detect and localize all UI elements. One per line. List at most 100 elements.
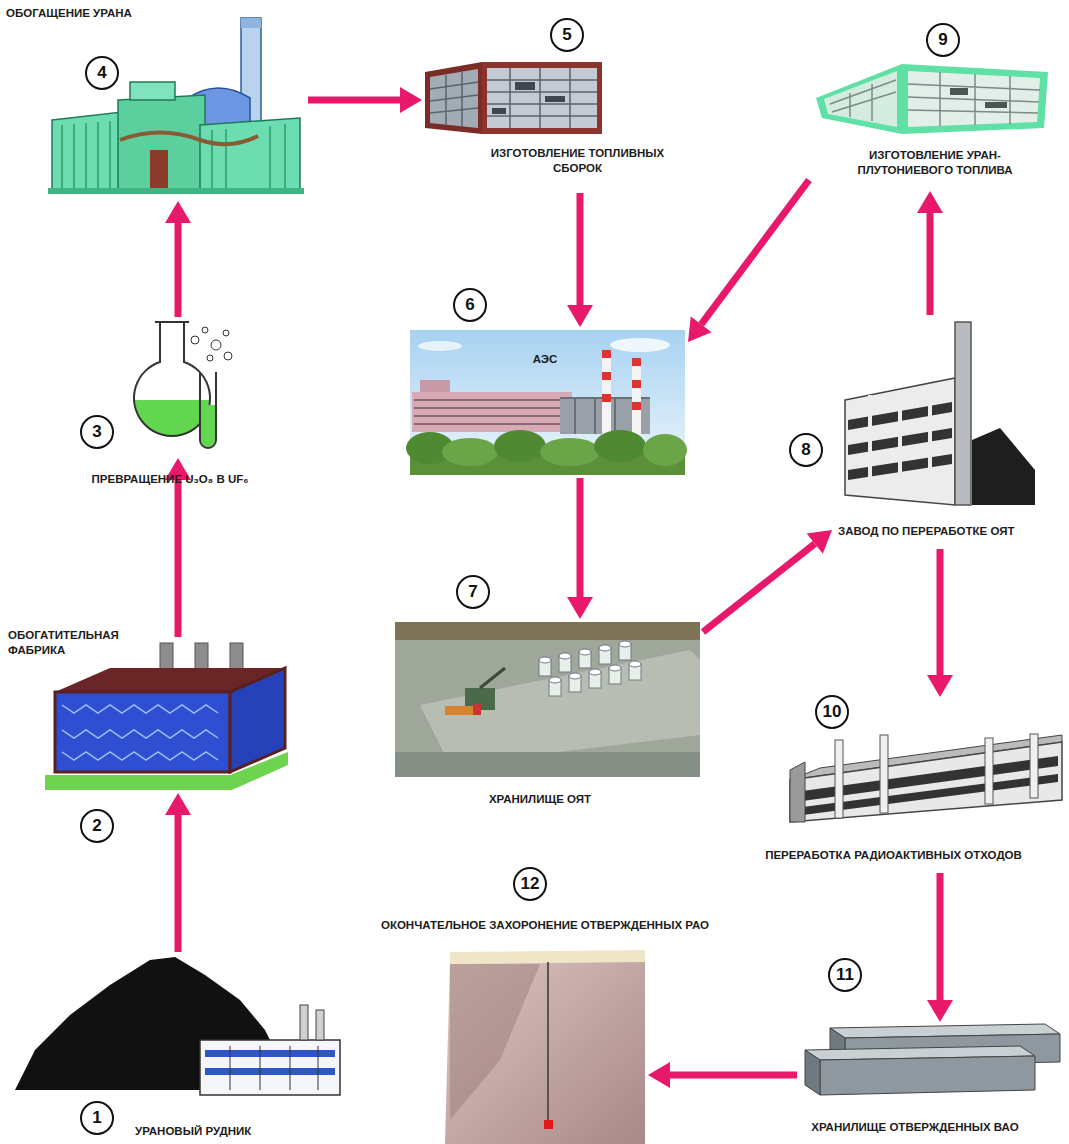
callout-number: 8 — [789, 433, 823, 467]
flow-arrow — [567, 193, 593, 327]
arrow-head — [400, 87, 422, 113]
spent-fuel-storage-photo-part — [395, 622, 700, 777]
waste-processing-plant-part — [790, 762, 805, 822]
geological-repository-part — [450, 950, 645, 964]
callout-number: 11 — [828, 958, 862, 992]
enrichment-plant-part — [120, 133, 258, 145]
callout-number: 1 — [80, 1101, 114, 1135]
storage-cask-rows-part — [569, 673, 581, 679]
photo-caption: АЭС — [500, 352, 590, 367]
npp-photo-part — [602, 350, 611, 435]
reprocessing-plant-part — [870, 384, 930, 498]
station: 10ПЕРЕРАБОТКА РАДИОАКТИВНЫХ ОТХОДОВ — [720, 700, 1067, 870]
waste-processing-plant-part — [1030, 734, 1038, 798]
station: 9ИЗГОТОВЛЕНИЕ УРАН-ПЛУТОНИЕВОГО ТОПЛИВА — [812, 58, 1055, 188]
arrow-head — [927, 675, 953, 697]
npp-photo-part — [632, 402, 641, 410]
waste-processing-plant — [790, 734, 1062, 822]
npp-photo — [406, 330, 687, 475]
arrow-shaft — [927, 213, 934, 315]
arrow-head — [567, 597, 593, 619]
arrow-shaft — [577, 193, 584, 305]
flow-arrow — [703, 530, 832, 632]
flow-arrow — [688, 180, 809, 342]
geological-repository-part — [445, 958, 645, 1144]
spent-fuel-storage-photo-part — [395, 622, 700, 640]
solid-waste-store-part — [820, 1056, 1035, 1095]
station: 5ИЗГОТОВЛЕНИЕ ТОПЛИВНЫХ СБОРОК — [425, 60, 700, 190]
geological-repository — [445, 950, 645, 1144]
reprocessing-plant-part — [845, 378, 955, 505]
npp-photo-part — [540, 438, 600, 466]
conversion-flask-part — [201, 405, 215, 447]
waste-processing-plant-part — [795, 774, 1058, 816]
flow-arrow — [165, 201, 191, 317]
storage-cask-rows-part — [589, 669, 601, 675]
flow-arrow — [927, 549, 953, 697]
enrichment-plant-part — [118, 95, 205, 192]
storage-cask-rows-part — [539, 657, 551, 663]
spent-fuel-storage-photo — [395, 622, 700, 777]
station: 11ХРАНИЛИЩЕ ОТВЕРЖДЕННЫХ ВАО — [800, 1025, 1062, 1103]
storage-cask-rows-part — [559, 653, 571, 659]
enrichment-plant — [48, 18, 304, 194]
storage-cask-rows-part — [599, 645, 611, 651]
npp-photo-part — [643, 434, 687, 466]
npp-photo-part — [494, 430, 546, 462]
conversion-flask — [134, 322, 232, 448]
uranium-mine-part — [205, 1050, 335, 1057]
mox-fuel-plant — [816, 64, 1048, 134]
spent-fuel-storage-photo-part — [445, 706, 473, 715]
spent-fuel-storage-photo-part — [473, 704, 481, 715]
npp-photo-part — [414, 400, 570, 424]
mox-fuel-plant-part — [824, 71, 897, 127]
conversion-flask-part — [223, 330, 229, 336]
spent-fuel-storage-photo-part — [480, 668, 505, 688]
callout-number: 7 — [456, 575, 490, 609]
callout-number: 2 — [80, 809, 114, 843]
ore-processing-factory — [45, 643, 288, 790]
waste-processing-plant-part — [790, 742, 1062, 822]
fuel-assembly-plant-part — [487, 68, 597, 128]
fuel-assembly-plant-part — [430, 69, 478, 128]
station: 12ОКОНЧАТЕЛЬНОЕ ЗАХОРОНЕНИЕ ОТВЕРЖДЕННЫХ… — [445, 952, 645, 1144]
fuel-assembly-plant-part — [545, 96, 565, 102]
callout-number: 4 — [85, 56, 119, 90]
reprocessing-plant-part — [955, 322, 971, 505]
geological-repository-part — [547, 962, 549, 1120]
enrichment-plant-part — [150, 150, 168, 192]
conversion-flask-part — [135, 400, 209, 437]
fuel-assembly-plant-part — [425, 62, 482, 134]
station-label: ИЗГОТОВЛЕНИЕ УРАН-ПЛУТОНИЕВОГО ТОПЛИВА — [830, 148, 1040, 178]
waste-processing-plant-part — [835, 740, 843, 818]
enrichment-plant-part — [130, 82, 175, 100]
geological-repository-part — [450, 964, 540, 1120]
solid-waste-store — [805, 1024, 1060, 1095]
fuel-assembly-plant-part — [487, 68, 597, 128]
npp-photo-part — [602, 372, 611, 380]
storage-cask-rows-part — [619, 641, 631, 647]
uranium-mine-part — [316, 1010, 324, 1040]
fuel-assembly-plant — [425, 62, 602, 134]
storage-cask-rows — [539, 641, 641, 696]
station-label: ХРАНИЛИЩЕ ОЯТ — [435, 792, 645, 807]
station-label: ХРАНИЛИЩЕ ОТВЕРЖДЕННЫХ ВАО — [765, 1120, 1065, 1135]
npp-photo-part — [418, 341, 462, 351]
station: 3ПРЕВРАЩЕНИЕ U₃O₈ В UF₆ — [130, 320, 240, 455]
station: 7ХРАНИЛИЩЕ ОЯТ — [395, 622, 700, 777]
solid-waste-store-part — [805, 1050, 820, 1095]
storage-cask-rows-part — [579, 649, 591, 655]
enrichment-plant-part — [241, 18, 261, 28]
callout-number: 5 — [550, 18, 584, 52]
station: 1УРАНОВЫЙ РУДНИК — [15, 955, 345, 1100]
station-label: ПРЕВРАЩЕНИЕ U₃O₈ В UF₆ — [40, 472, 300, 487]
uranium-mine-part — [230, 1046, 318, 1090]
mox-fuel-plant-part — [816, 64, 902, 134]
storage-cask-rows-part — [549, 677, 561, 683]
arrow-head — [927, 1000, 953, 1022]
flow-arrow — [927, 873, 953, 1022]
station-label: ОБОГАТИТЕЛЬНАЯ ФАБРИКА — [8, 628, 148, 658]
waste-processing-plant-part — [985, 738, 993, 804]
npp-photo-part — [632, 358, 641, 435]
